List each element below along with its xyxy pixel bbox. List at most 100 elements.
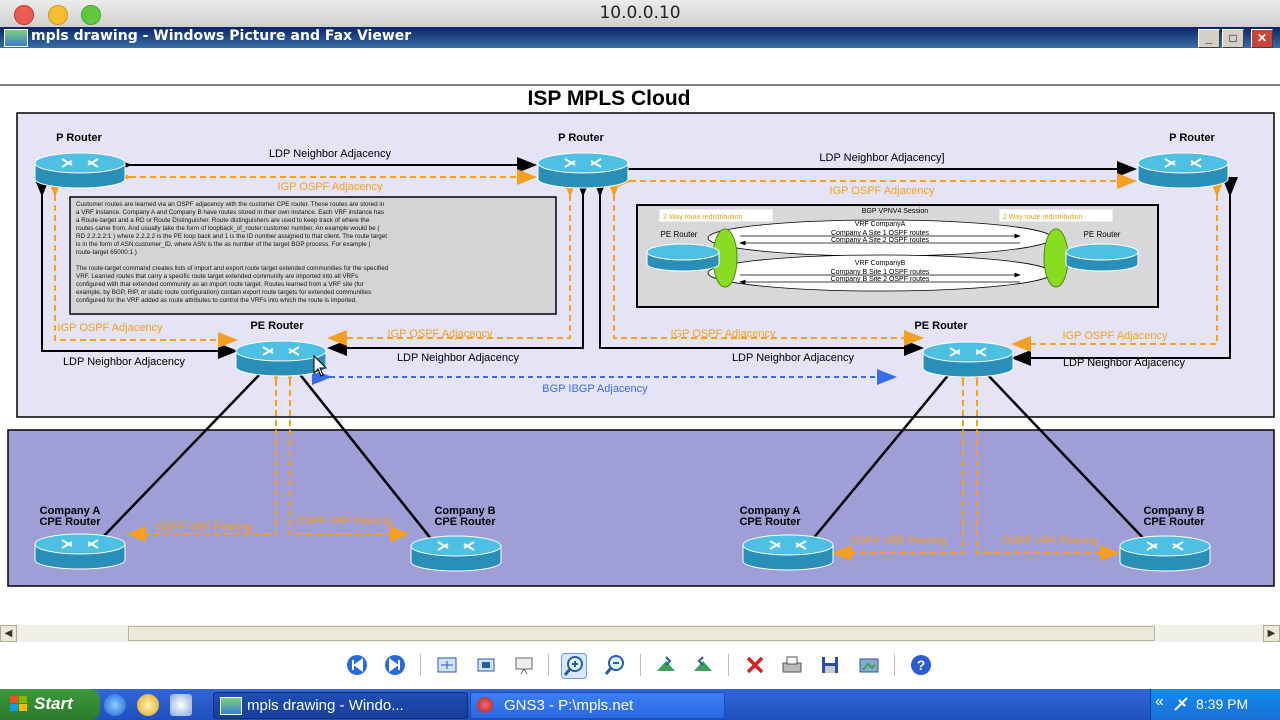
zoom-in-icon <box>563 656 583 676</box>
redist-left-box <box>659 209 773 222</box>
slideshow-icon <box>515 657 533 675</box>
ospf-peering-label-1: OSPF VRF Peering <box>156 521 252 533</box>
previous-image-button[interactable] <box>345 653 369 677</box>
router-pe-right <box>922 341 1014 378</box>
previous-image-icon <box>347 655 367 675</box>
mac-window-title: 10.0.0.10 <box>599 3 681 23</box>
vrf-a-label: VRF CompanyA <box>855 221 906 228</box>
picture-viewer-icon <box>4 29 28 47</box>
next-image-icon <box>385 655 405 675</box>
close-button[interactable]: ✕ <box>1251 29 1273 48</box>
scroll-right-arrow[interactable]: ▶ <box>1263 625 1280 642</box>
next-image-button[interactable] <box>383 653 407 677</box>
note-line: routes came from. And usually take the f… <box>76 225 380 232</box>
note-text: Customer routes are learned via an OSPF … <box>76 201 389 304</box>
label-p-right: P Router <box>1169 132 1215 144</box>
router-pe-inner-right <box>1065 243 1139 272</box>
svg-text:?: ? <box>917 657 926 673</box>
note-line: example, by BGP, RIP, or static route co… <box>76 289 371 296</box>
mac-close-button[interactable] <box>14 5 34 25</box>
note-line: configured for the VRF added as route at… <box>76 297 357 304</box>
igp-label-pe-right-inner: IGP OSPF Adjacency <box>671 328 776 340</box>
system-tray: « 8:39 PM <box>1150 689 1280 720</box>
ldp-label-pe-right-inner: LDP Neighbor Adjacency <box>732 352 855 364</box>
label-pe-inner-right: PE Router <box>1084 230 1121 239</box>
tray-chevron[interactable]: « <box>1155 693 1164 710</box>
igp-link-p-center-pe-right <box>606 177 924 346</box>
label-p-left: P Router <box>56 132 102 144</box>
viewer-toolbar: ? <box>0 642 1280 689</box>
toolbar-separator <box>728 654 729 676</box>
start-button[interactable]: Start <box>0 689 100 720</box>
best-fit-icon <box>437 657 457 673</box>
toolbar-separator <box>548 654 549 676</box>
actual-size-button[interactable] <box>474 653 498 677</box>
network-icon[interactable] <box>1173 696 1189 712</box>
igp-link-p-center-pe-left <box>327 177 578 346</box>
scroll-left-arrow[interactable]: ◀ <box>0 625 17 642</box>
label-pe-inner-left: PE Router <box>661 230 698 239</box>
horizontal-scrollbar[interactable]: ◀ ▶ <box>0 625 1280 642</box>
help-button[interactable]: ? <box>909 653 933 677</box>
task-gns3[interactable]: GNS3 - P:\mpls.net <box>470 692 725 719</box>
task-label: GNS3 - P:\mpls.net <box>504 697 634 714</box>
rotate-counterclockwise-button[interactable] <box>691 653 715 677</box>
zoom-out-icon <box>604 655 624 675</box>
router-p-right <box>1137 152 1229 189</box>
scroll-thumb[interactable] <box>128 626 1155 641</box>
note-box <box>69 196 557 315</box>
router-pe-inner-left <box>646 243 720 272</box>
zoom-out-button[interactable] <box>603 653 627 677</box>
router-cpe-a-right <box>742 534 834 571</box>
vrf-right-endpoint <box>1043 228 1069 288</box>
maximize-button[interactable]: □ <box>1222 29 1244 48</box>
delete-icon <box>746 656 764 674</box>
task-label: mpls drawing - Windo... <box>247 697 404 714</box>
note-line: configured with that extended community … <box>76 281 364 288</box>
image-viewport[interactable]: ISP MPLS Cloud LDP Neighbor Adjacency IG… <box>0 48 1280 625</box>
toolbar-separator <box>640 654 641 676</box>
show-desktop-icon[interactable] <box>170 694 192 716</box>
mac-zoom-button[interactable] <box>81 5 101 25</box>
rotate-counterclockwise-icon <box>694 656 712 671</box>
rotate-clockwise-button[interactable] <box>654 653 678 677</box>
task-mpls-drawing[interactable]: mpls drawing - Windo... <box>213 692 468 719</box>
igp-label-top-left: IGP OSPF Adjacency <box>278 181 383 193</box>
router-p-left <box>34 152 126 189</box>
best-fit-button[interactable] <box>435 653 459 677</box>
mouse-cursor <box>313 354 328 377</box>
messenger-icon[interactable] <box>137 694 159 716</box>
router-pe-left <box>235 340 327 377</box>
note-line: The route-target command creates lists o… <box>76 265 389 272</box>
ldp-label-top-left: LDP Neighbor Adjacency <box>269 148 392 160</box>
zoom-in-button[interactable] <box>561 653 587 679</box>
ospf-peering-link-4 <box>969 362 1120 561</box>
ldp-link-p-center-pe-left <box>327 177 591 356</box>
igp-label-pe-left-outer: IGP OSPF Adjacency <box>58 322 163 334</box>
windows-flag-icon <box>10 696 28 712</box>
edit-image-icon <box>859 658 879 673</box>
minimize-button[interactable]: _ <box>1198 29 1220 48</box>
delete-button[interactable] <box>743 653 767 677</box>
toolbar-separator <box>420 654 421 676</box>
ospf-peering-label-3: OSPF VRF Peering <box>850 535 946 547</box>
mac-minimize-button[interactable] <box>48 5 68 25</box>
router-p-center <box>537 152 629 189</box>
note-line: is in the form of ASN:customer_ID, where… <box>76 241 371 248</box>
print-button[interactable] <box>780 653 804 677</box>
internet-explorer-icon[interactable] <box>104 694 126 716</box>
viewer-title-bar: mpls drawing - Windows Picture and Fax V… <box>0 27 1280 48</box>
rotate-clockwise-icon <box>657 656 675 671</box>
ospf-peering-label-2: OSPF VRF Peering <box>296 515 392 527</box>
igp-link-p-left-pe-left <box>47 177 238 348</box>
diagram-title: ISP MPLS Cloud <box>528 87 691 110</box>
copy-to-button[interactable] <box>818 653 842 677</box>
open-for-editing-button[interactable] <box>857 653 881 677</box>
slideshow-button[interactable] <box>512 653 536 677</box>
bgp-label: BGP IBGP Adjacency <box>542 383 648 395</box>
ospf-peering-link-3 <box>832 362 971 561</box>
